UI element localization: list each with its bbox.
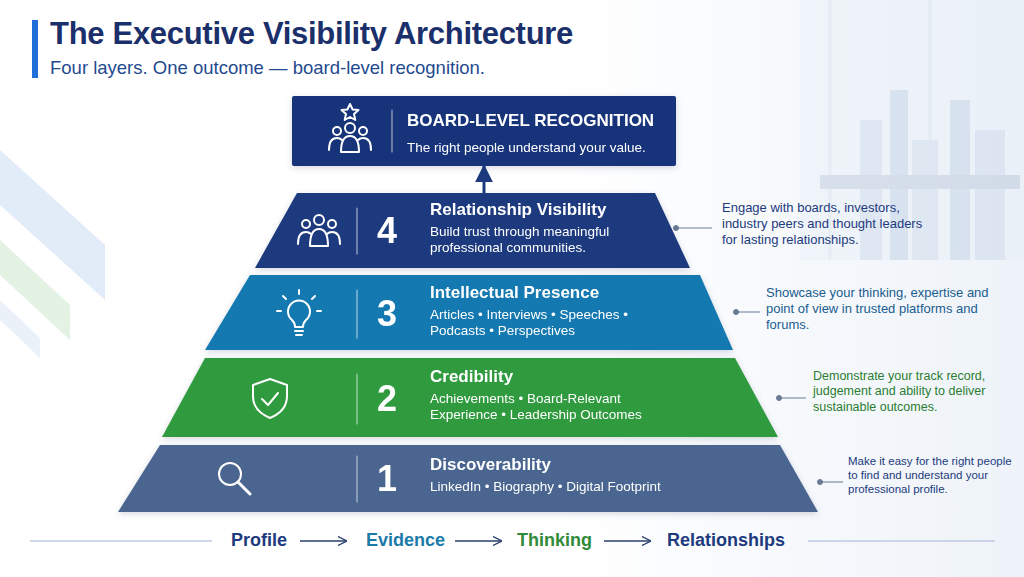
layer-description: LinkedIn • Biography • Digital Footprint <box>430 479 750 495</box>
building <box>860 120 882 260</box>
leader-dot <box>674 226 679 231</box>
person-head <box>345 123 355 133</box>
shield <box>253 379 287 418</box>
handle <box>238 482 250 494</box>
layer-description: Articles • Interviews • Speeches • Podca… <box>430 307 666 340</box>
person-body <box>327 232 340 244</box>
band-shape <box>118 445 818 512</box>
layer-heading: Discoverability <box>430 455 690 476</box>
outcome-description: The right people understand your value. <box>407 140 672 156</box>
leader-dot <box>818 480 823 485</box>
leader-dot <box>777 396 782 401</box>
band-shape <box>255 193 690 268</box>
outcome-heading: BOARD-LEVEL RECOGNITION <box>407 111 672 132</box>
checkmark <box>262 393 278 405</box>
person-body <box>298 232 311 244</box>
layer-number: 3 <box>368 292 406 336</box>
flow-arrow <box>300 540 346 541</box>
flow-step: Evidence <box>366 530 445 552</box>
city-backdrop <box>800 0 1024 260</box>
person-body <box>310 229 328 246</box>
person-body <box>341 136 359 152</box>
connector-arrow <box>483 166 486 193</box>
person-head <box>314 215 324 225</box>
band-shape <box>205 275 733 350</box>
decor-stripe <box>0 300 40 358</box>
layer-note: Engage with boards, investors, industry … <box>722 200 940 248</box>
flow-step: Thinking <box>517 530 592 552</box>
person-head <box>333 127 341 135</box>
layer-band: 2 CredibilityAchievements • Board-Relevan… <box>162 358 778 437</box>
lens <box>219 463 241 485</box>
layer-number: 2 <box>368 377 406 421</box>
leader-line <box>736 312 760 313</box>
divider-line <box>356 374 357 424</box>
person-body <box>329 138 342 150</box>
divider-line <box>356 208 357 254</box>
layer-description: Achievements • Board-Relevant Experience… <box>430 391 680 424</box>
connector-group <box>484 166 485 193</box>
flow-arrow <box>604 540 650 541</box>
table <box>820 175 1020 189</box>
diagram-title: The Executive Visibility Architecture <box>50 15 573 53</box>
layer-band: 1 DiscoverabilityLinkedIn • Biography • D… <box>118 445 818 512</box>
building <box>975 130 1005 260</box>
bulb-ray <box>283 296 286 299</box>
layer-number: 4 <box>368 209 406 253</box>
person-head <box>328 220 336 228</box>
icons <box>219 104 392 502</box>
window-pane <box>800 0 1024 260</box>
person-head <box>359 127 367 135</box>
subtitle: Four layers. One outcome — board-level r… <box>50 57 485 80</box>
bulb-base <box>295 330 303 332</box>
bulb-ray <box>312 296 315 299</box>
layer-band: 4 Relationship VisibilityBuild trust thro… <box>255 193 690 268</box>
bulb-base <box>296 334 302 336</box>
person-head <box>302 220 310 228</box>
divider-line <box>356 290 357 338</box>
lightbulb-icon <box>277 290 321 335</box>
rule-line <box>808 540 995 542</box>
flow-step: Relationships <box>667 530 785 552</box>
recognition-icon <box>329 104 371 152</box>
shield-icon <box>253 379 287 418</box>
left-decoration <box>0 150 105 358</box>
node-outline <box>292 96 676 166</box>
star-symbol <box>342 104 359 120</box>
window-frame <box>829 0 832 260</box>
divider-line <box>391 110 392 152</box>
outcome-box: BOARD-LEVEL RECOGNITION The right people … <box>292 96 676 166</box>
layer-heading: Relationship Visibility <box>430 200 680 221</box>
layer-note: Demonstrate your track record, judgement… <box>813 369 1021 415</box>
rule-line <box>30 540 212 542</box>
bulb-ray <box>277 310 281 312</box>
people-icon <box>298 215 340 246</box>
leader-dot <box>734 310 739 315</box>
band-shape <box>162 358 778 437</box>
layer-heading: Credibility <box>430 367 690 388</box>
divider-line <box>356 456 357 502</box>
layer-number: 1 <box>368 457 406 501</box>
leader-line <box>676 228 712 229</box>
bulb-ray <box>298 290 300 294</box>
leader-line <box>779 398 806 399</box>
layer-heading: Intellectual Presence <box>430 283 690 304</box>
layer-description: Build trust through meaningful professio… <box>430 224 666 257</box>
magnifier-icon <box>219 463 250 494</box>
leader-line <box>820 482 843 483</box>
layer-note: Make it easy for the right people to fin… <box>848 454 1022 496</box>
title-accent-bar <box>32 20 38 78</box>
flow-line <box>30 541 995 542</box>
flow-step: Profile <box>231 530 287 552</box>
bulb <box>288 301 310 327</box>
flow-arrow <box>455 540 501 541</box>
bulb-ray <box>317 310 321 312</box>
person-body <box>358 138 371 150</box>
layer-band: 3 Intellectual PresenceArticles • Intervi… <box>205 275 733 350</box>
box-shape <box>292 96 676 166</box>
building <box>912 140 938 260</box>
layer-note: Showcase your thinking, expertise and po… <box>766 285 996 333</box>
